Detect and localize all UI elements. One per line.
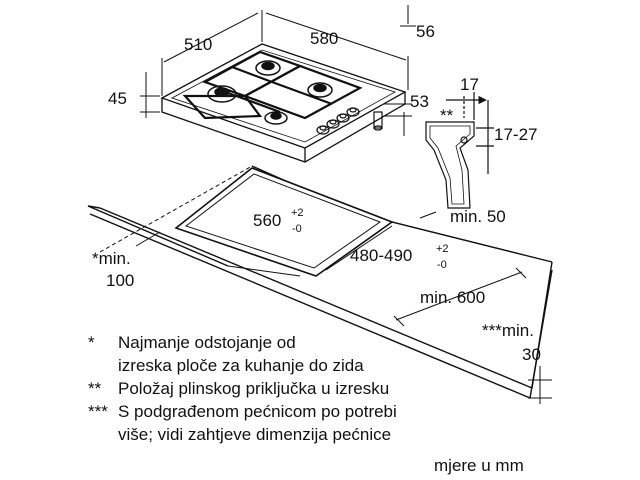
countertop-dimension-lines (135, 211, 552, 404)
dim-min-100-value: 100 (106, 271, 134, 290)
footnote-text: S podgrađenom pećnicom po potrebi (118, 402, 397, 421)
dim-min-600: min. 600 (420, 288, 485, 307)
dim-cutout-width: 560 (253, 211, 281, 230)
footnote-mark: *** (88, 402, 108, 421)
countertop (87, 165, 553, 399)
dim-cutout-depth: 480-490 (350, 246, 412, 265)
burner-left (207, 85, 237, 103)
dim-45: 45 (108, 89, 127, 108)
dim-min-30-value: 30 (522, 345, 541, 364)
units-label: mjere u mm (434, 456, 524, 475)
footnote-mark: ** (88, 379, 102, 398)
connection-detail (425, 92, 494, 209)
dim-510: 510 (184, 35, 212, 54)
footnote-text: više; vidi zahtjeve dimenzija pećnice (118, 425, 392, 444)
footnote-row: * Najmanje odstojanje od (88, 331, 608, 354)
dim-min-100-prefix: *min. (92, 249, 131, 268)
dim-conn-asterisks: ** (440, 106, 454, 125)
gas-connection-point (460, 136, 468, 144)
footnote-mark (88, 354, 118, 377)
footnote-mark (88, 423, 118, 446)
burners (207, 60, 333, 125)
footnote-text: Položaj plinskog priključka u izresku (118, 379, 390, 398)
hob-drawing (160, 43, 407, 163)
hob-cutout (174, 167, 394, 277)
dim-17-27: 17-27 (494, 125, 537, 144)
burner-back-left (255, 60, 281, 76)
dim-580: 580 (310, 29, 338, 48)
dim-min-30-prefix: ***min. (482, 321, 534, 340)
pan-support-grids (182, 50, 363, 120)
hob-dimension-lines (140, 5, 416, 136)
footnote-row: *** S podgrađenom pećnicom po potrebi (88, 400, 608, 423)
dim-53: 53 (410, 92, 429, 111)
dim-cutout-depth-tol-plus: +2 (436, 243, 449, 255)
footnote-row: izreska ploče za kuhanje do zida (88, 354, 608, 377)
dim-min-50: min. 50 (450, 207, 506, 226)
dim-56: 56 (416, 22, 435, 41)
dim-cutout-width-tol-minus: -0 (292, 223, 302, 235)
footnote-mark: * (88, 333, 95, 352)
footnote-row: ** Položaj plinskog priključka u izresku (88, 377, 608, 400)
gas-connection-pipe (373, 111, 383, 131)
footnote-row: više; vidi zahtjeve dimenzija pećnice (88, 423, 608, 446)
dim-17: 17 (460, 75, 479, 94)
burner-front (264, 111, 288, 125)
dim-cutout-depth-tol-minus: -0 (437, 259, 447, 271)
burner-right (307, 82, 333, 98)
footnotes: * Najmanje odstojanje od izreska ploče z… (88, 331, 608, 446)
dim-cutout-width-tol-plus: +2 (291, 207, 304, 219)
footnote-text: izreska ploče za kuhanje do zida (118, 356, 364, 375)
control-knobs (316, 107, 360, 135)
footnote-text: Najmanje odstojanje od (118, 333, 296, 352)
